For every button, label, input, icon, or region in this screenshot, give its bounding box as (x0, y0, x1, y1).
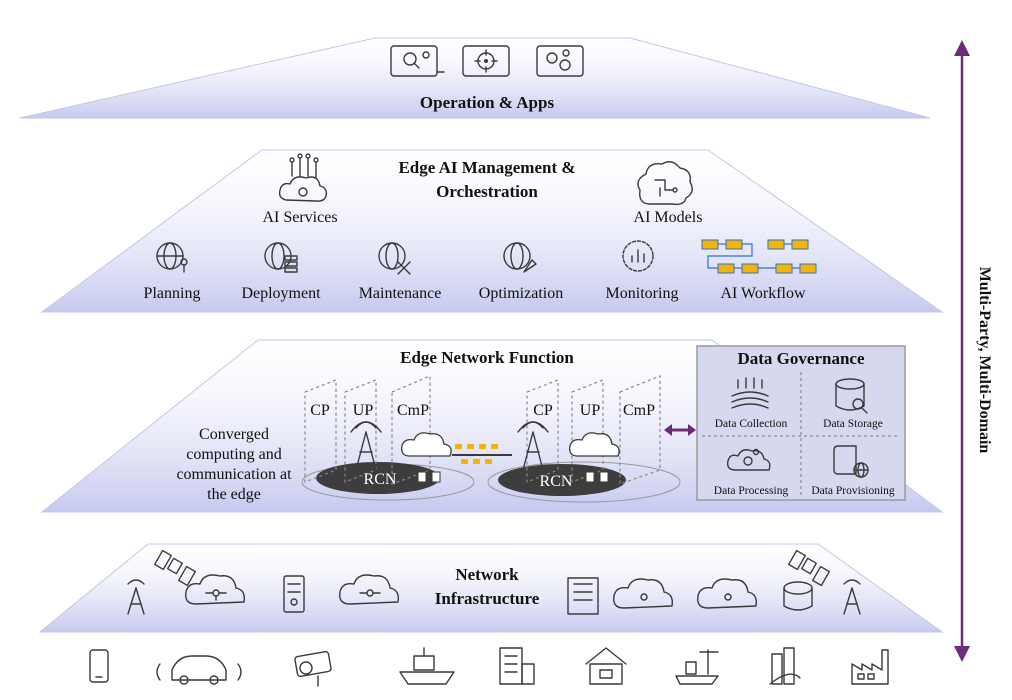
ai-models-icon (637, 161, 693, 206)
globe-wrench-icon (378, 242, 411, 275)
operation-apps-layer: Operation & Apps (19, 37, 931, 119)
cp-plane-left: CP (310, 402, 330, 419)
interconnect-link (452, 444, 512, 464)
cloud-infra-4-icon (697, 578, 758, 609)
planning-label: Planning (144, 285, 201, 302)
tower-infra-left-icon (127, 579, 145, 615)
satellite-right-icon (787, 549, 831, 587)
workflow-icon (701, 239, 817, 274)
cloud-right-icon (569, 432, 620, 457)
converged-line2: computing and (186, 446, 282, 463)
ai-services-icon (278, 153, 328, 202)
edge-ai-title-line2: Orchestration (436, 182, 538, 201)
cmp-plane-left: CmP (397, 402, 429, 419)
data-storage-icon (835, 378, 868, 414)
maintenance-label: Maintenance (359, 285, 442, 302)
rcn-left: RCN (364, 471, 397, 488)
right-edge-cluster: CP UP CmP RCN (487, 375, 681, 503)
deployment-label: Deployment (241, 285, 321, 302)
converged-line3: communication at (176, 466, 292, 483)
up-plane-right: UP (580, 402, 601, 419)
end-devices-row (89, 647, 889, 687)
infrastructure-title-line1: Network (455, 565, 519, 584)
gauge-icon (622, 240, 654, 272)
infrastructure-title-line2: Infrastructure (435, 589, 540, 608)
house-icon (585, 647, 627, 685)
cloud-infra-2-icon (339, 574, 400, 605)
satellite-left-icon (153, 549, 197, 587)
ai-models-label: AI Models (634, 209, 703, 226)
data-collection-icon (731, 377, 769, 409)
gears-monitor-icon (536, 45, 584, 77)
multi-domain-arrow (954, 40, 970, 662)
cloud-infra-3-icon (613, 578, 674, 609)
monitoring-label: Monitoring (606, 285, 679, 302)
globe-rocket-icon (503, 242, 537, 273)
globe-database-icon (264, 242, 298, 273)
edge-network-title: Edge Network Function (400, 348, 574, 367)
converged-line4: the edge (207, 486, 261, 503)
building-icon (499, 647, 535, 685)
data-collection-label: Data Collection (715, 418, 788, 430)
data-processing-label: Data Processing (714, 485, 789, 497)
phone-icon (89, 649, 109, 683)
data-governance-panel: Data Governance Data Collection Data Sto… (696, 345, 906, 501)
optimization-label: Optimization (479, 285, 563, 302)
tower-right-icon (517, 421, 549, 471)
cloud-left-icon (401, 432, 452, 457)
factory-icon (851, 649, 889, 685)
car-icon (156, 655, 242, 685)
cmp-plane-right: CmP (623, 402, 655, 419)
data-provisioning-icon (833, 445, 869, 478)
tower-left-icon (350, 421, 382, 471)
building-rack-icon (567, 577, 599, 615)
target-monitor-icon (462, 45, 510, 77)
globe-antenna-icon (156, 242, 188, 273)
router-icon (783, 581, 813, 611)
ship-icon (399, 647, 455, 685)
search-gear-monitor-icon (390, 45, 445, 77)
converged-line1: Converged (199, 426, 269, 443)
side-label: Multi-Party, Multi-Domain (976, 267, 993, 454)
left-edge-cluster: CP UP CmP RCN (301, 375, 475, 501)
port-icon (675, 649, 719, 685)
server-device-icon (283, 575, 305, 613)
cloud-infra-1-icon (185, 574, 246, 605)
edge-ai-title-line1: Edge AI Management & (398, 158, 575, 177)
edge-ai-layer: Edge AI Management & Orchestration AI Se… (40, 149, 944, 313)
rcn-right: RCN (540, 473, 573, 490)
bidirectional-arrow (664, 424, 696, 436)
ai-workflow-label: AI Workflow (720, 285, 806, 302)
city-icon (769, 647, 801, 685)
data-governance-title: Data Governance (737, 349, 864, 368)
data-processing-icon (726, 448, 771, 471)
camera-icon (294, 650, 332, 687)
operation-title: Operation & Apps (420, 93, 555, 112)
network-infrastructure-layer: Network Infrastructure (38, 543, 944, 633)
ai-services-label: AI Services (262, 209, 337, 226)
up-plane-left: UP (353, 402, 374, 419)
cp-plane-right: CP (533, 402, 553, 419)
data-provisioning-label: Data Provisioning (811, 485, 895, 497)
tower-infra-right-icon (843, 579, 861, 615)
data-storage-label: Data Storage (823, 418, 883, 430)
